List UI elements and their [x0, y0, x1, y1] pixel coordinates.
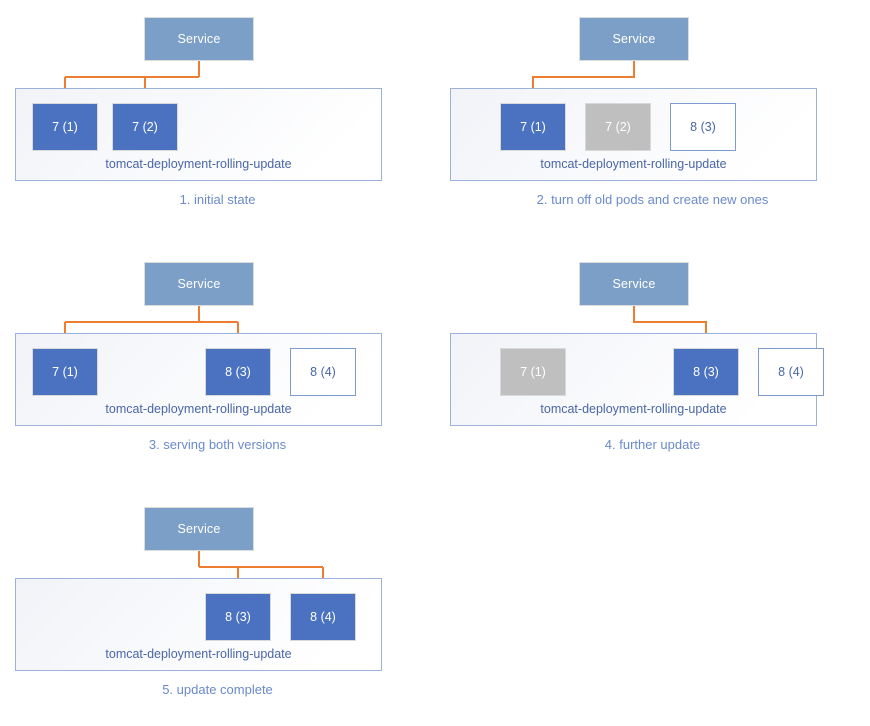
pod-label: 7 (1)	[520, 120, 546, 134]
pod-box-pending[interactable]: 8 (4)	[290, 348, 356, 396]
pod-box-pending[interactable]: 8 (3)	[670, 103, 736, 151]
deployment-name-label: tomcat-deployment-rolling-update	[105, 647, 292, 661]
service-box[interactable]: Service	[144, 262, 254, 306]
pod-label: 8 (4)	[310, 365, 336, 379]
diagram-panel-1: tomcat-deployment-rolling-update 7 (1) 7 (…	[0, 0, 435, 236]
pod-label: 8 (4)	[310, 610, 336, 624]
service-label: Service	[612, 277, 656, 291]
pod-box-active[interactable]: 7 (1)	[32, 103, 98, 151]
pod-label: 8 (3)	[225, 610, 251, 624]
pod-box-pending[interactable]: 8 (4)	[758, 348, 824, 396]
pod-label: 7 (1)	[520, 365, 546, 379]
pod-label: 8 (3)	[693, 365, 719, 379]
panel-caption: 2. turn off old pods and create new ones	[536, 192, 769, 207]
service-box[interactable]: Service	[144, 17, 254, 61]
pod-label: 7 (1)	[52, 365, 78, 379]
pod-box-active[interactable]: 7 (1)	[32, 348, 98, 396]
diagram-panel-5: tomcat-deployment-rolling-update 8 (3) 8 (…	[0, 490, 435, 726]
pod-label: 8 (3)	[690, 120, 716, 134]
deployment-name-label: tomcat-deployment-rolling-update	[105, 157, 292, 171]
service-label: Service	[612, 32, 656, 46]
panel-caption: 1. initial state	[179, 192, 256, 207]
pod-box-active[interactable]: 8 (3)	[205, 348, 271, 396]
service-box[interactable]: Service	[144, 507, 254, 551]
pod-label: 8 (3)	[225, 365, 251, 379]
deployment-name-label: tomcat-deployment-rolling-update	[540, 402, 727, 416]
service-box[interactable]: Service	[579, 262, 689, 306]
pod-label: 7 (2)	[605, 120, 631, 134]
deployment-name-label: tomcat-deployment-rolling-update	[105, 402, 292, 416]
panel-caption: 3. serving both versions	[148, 437, 287, 452]
deployment-name-label: tomcat-deployment-rolling-update	[540, 157, 727, 171]
service-label: Service	[177, 522, 221, 536]
pod-box-active[interactable]: 8 (3)	[673, 348, 739, 396]
pod-label: 8 (4)	[778, 365, 804, 379]
diagram-panel-2: tomcat-deployment-rolling-update 7 (1) 7 (…	[435, 0, 870, 236]
pod-box-active[interactable]: 8 (3)	[205, 593, 271, 641]
diagram-panel-3: tomcat-deployment-rolling-update 7 (1) 8 (…	[0, 245, 435, 481]
panel-caption: 5. update complete	[162, 682, 273, 697]
pod-box-terminating[interactable]: 7 (2)	[585, 103, 651, 151]
service-label: Service	[177, 277, 221, 291]
pod-box-active[interactable]: 7 (1)	[500, 103, 566, 151]
service-box[interactable]: Service	[579, 17, 689, 61]
service-label: Service	[177, 32, 221, 46]
pod-box-active[interactable]: 8 (4)	[290, 593, 356, 641]
pod-label: 7 (2)	[132, 120, 158, 134]
pod-box-terminating[interactable]: 7 (1)	[500, 348, 566, 396]
diagram-panel-4: tomcat-deployment-rolling-update 7 (1) 8 (…	[435, 245, 870, 481]
pod-label: 7 (1)	[52, 120, 78, 134]
pod-box-active[interactable]: 7 (2)	[112, 103, 178, 151]
panel-caption: 4. further update	[604, 437, 701, 452]
